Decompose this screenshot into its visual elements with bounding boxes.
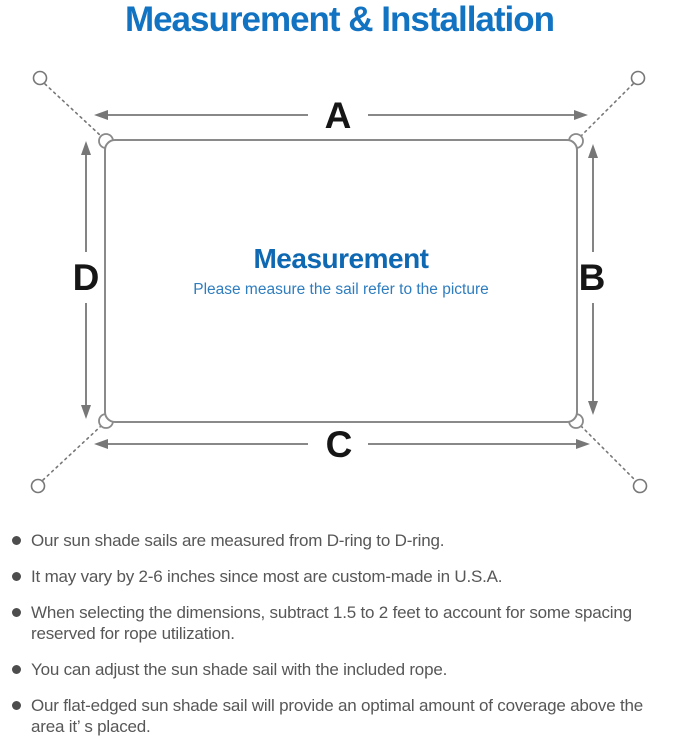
list-item: You can adjust the sun shade sail with t… xyxy=(12,659,672,680)
arrowhead-up-icon xyxy=(588,144,598,158)
arrowhead-up-icon xyxy=(81,141,91,155)
dimension-label-d: D xyxy=(73,257,100,298)
page-title: Measurement & Installation xyxy=(124,0,555,39)
tether-line-top-left xyxy=(44,83,102,137)
anchor-point-icon-top-left xyxy=(32,70,48,86)
note-text: When selecting the dimensions, subtract … xyxy=(31,603,632,643)
list-item: Our sun shade sails are measured from D-… xyxy=(12,530,672,551)
tether-line-top-right xyxy=(580,83,634,137)
arrowhead-left-icon xyxy=(94,110,108,120)
bullet-icon xyxy=(12,572,21,581)
note-text: You can adjust the sun shade sail with t… xyxy=(31,660,448,679)
note-text: It may vary by 2-6 inches since most are… xyxy=(31,567,503,586)
bullet-icon xyxy=(12,701,21,710)
dimension-label-a: A xyxy=(325,95,352,136)
arrowhead-left-icon xyxy=(94,439,108,449)
anchor-point-icon-bottom-left xyxy=(30,478,46,494)
sail-outline xyxy=(104,139,578,423)
tether-line-bottom-right xyxy=(580,425,636,481)
measurement-diagram: A C D B xyxy=(30,70,648,494)
notes-list: Our sun shade sails are measured from D-… xyxy=(12,530,672,739)
arrowhead-right-icon xyxy=(574,110,588,120)
bullet-icon xyxy=(12,536,21,545)
list-item: It may vary by 2-6 inches since most are… xyxy=(12,566,672,587)
note-text: Our flat-edged sun shade sail will provi… xyxy=(31,696,644,736)
note-text: Our sun shade sails are measured from D-… xyxy=(31,531,445,550)
anchor-point-icon-top-right xyxy=(630,70,646,86)
list-item: When selecting the dimensions, subtract … xyxy=(12,602,672,644)
anchor-point-icon-bottom-right xyxy=(632,478,648,494)
arrowhead-right-icon xyxy=(576,439,590,449)
dimension-label-b: B xyxy=(579,257,606,298)
bullet-icon xyxy=(12,665,21,674)
bullet-icon xyxy=(12,608,21,617)
list-item: Our flat-edged sun shade sail will provi… xyxy=(12,695,672,737)
arrowhead-down-icon xyxy=(81,405,91,419)
dimension-label-c: C xyxy=(326,424,353,465)
tether-line-bottom-left xyxy=(42,425,102,481)
arrowhead-down-icon xyxy=(588,401,598,415)
